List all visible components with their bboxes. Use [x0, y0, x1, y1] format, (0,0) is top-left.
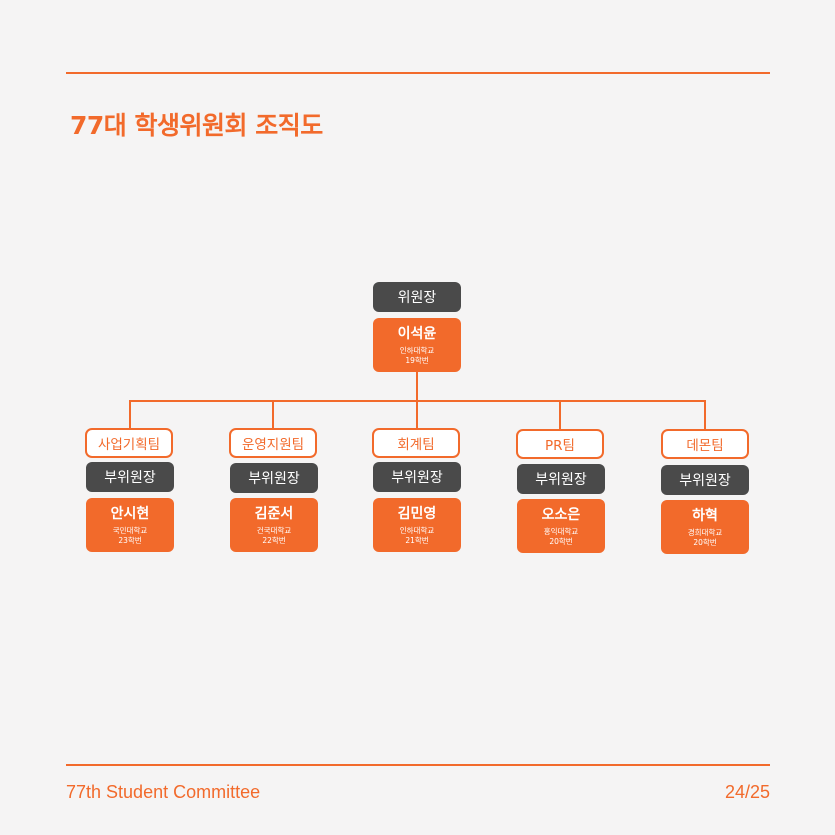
vice-chair-role-box: 부위원장	[86, 462, 174, 492]
connector-team-4	[559, 400, 561, 430]
connector-team-5	[704, 400, 706, 430]
vice-chair-name: 김민영	[397, 505, 437, 522]
team-label: PR팀	[545, 438, 575, 454]
connector-team-2	[272, 400, 274, 430]
chair-name: 이석윤	[397, 325, 437, 342]
vice-chair-person-box: 하혁 경희대학교 20학번	[661, 500, 749, 554]
vice-chair-school: 건국대학교	[256, 525, 292, 535]
vice-chair-person-box: 오소은 홍익대학교 20학번	[517, 499, 605, 553]
chair-year: 19학번	[405, 355, 429, 365]
vice-chair-school: 국민대학교	[112, 525, 148, 535]
team-label-box: 데몬팀	[661, 429, 749, 459]
team-label-box: 회계팀	[372, 428, 460, 458]
team-label: 회계팀	[397, 437, 435, 453]
bottom-divider	[66, 764, 770, 766]
vice-chair-school: 인하대학교	[399, 525, 435, 535]
vice-chair-role-box: 부위원장	[661, 465, 749, 495]
vice-chair-year: 21학번	[405, 535, 429, 545]
vice-chair-role-box: 부위원장	[517, 464, 605, 494]
team-label-box: 사업기획팀	[85, 428, 173, 458]
vice-chair-school: 홍익대학교	[543, 526, 579, 536]
chair-role-box: 위원장	[373, 282, 461, 312]
vice-chair-role-label: 부위원장	[535, 472, 587, 488]
chair-school: 인하대학교	[399, 345, 435, 355]
connector-chair-down	[416, 371, 418, 401]
team-label: 운영지원팀	[241, 437, 305, 453]
vice-chair-year: 20학번	[549, 536, 573, 546]
team-label-box: 운영지원팀	[229, 428, 317, 458]
connector-team-3	[416, 400, 418, 430]
vice-chair-year: 23학번	[118, 535, 142, 545]
footer-caption: 77th Student Committee	[66, 782, 261, 802]
vice-chair-role-label: 부위원장	[679, 473, 731, 489]
vice-chair-name: 김준서	[254, 505, 294, 522]
team-label-box: PR팀	[516, 429, 604, 459]
chair-role-label: 위원장	[397, 290, 437, 306]
connector-team-1	[129, 400, 131, 430]
vice-chair-school: 경희대학교	[687, 527, 723, 537]
vice-chair-year: 22학번	[262, 535, 286, 545]
vice-chair-person-box: 김민영 인하대학교 21학번	[373, 498, 461, 552]
vice-chair-person-box: 김준서 건국대학교 22학번	[230, 498, 318, 552]
team-label: 데몬팀	[686, 438, 724, 454]
vice-chair-role-label: 부위원장	[248, 471, 300, 487]
page-number: 24/25	[724, 782, 770, 802]
vice-chair-year: 20학번	[693, 537, 717, 547]
vice-chair-role-box: 부위원장	[230, 463, 318, 493]
vice-chair-role-label: 부위원장	[391, 470, 443, 486]
chair-person-box: 이석윤 인하대학교 19학번	[373, 318, 461, 372]
vice-chair-name: 오소은	[541, 506, 581, 523]
page-title: 77대 학생위원회 조직도	[70, 111, 323, 140]
vice-chair-role-label: 부위원장	[104, 470, 156, 486]
vice-chair-name: 하혁	[692, 507, 718, 524]
top-divider	[66, 72, 770, 74]
vice-chair-role-box: 부위원장	[373, 462, 461, 492]
team-label: 사업기획팀	[97, 437, 161, 453]
vice-chair-person-box: 안시현 국민대학교 23학번	[86, 498, 174, 552]
vice-chair-name: 안시현	[110, 505, 150, 522]
